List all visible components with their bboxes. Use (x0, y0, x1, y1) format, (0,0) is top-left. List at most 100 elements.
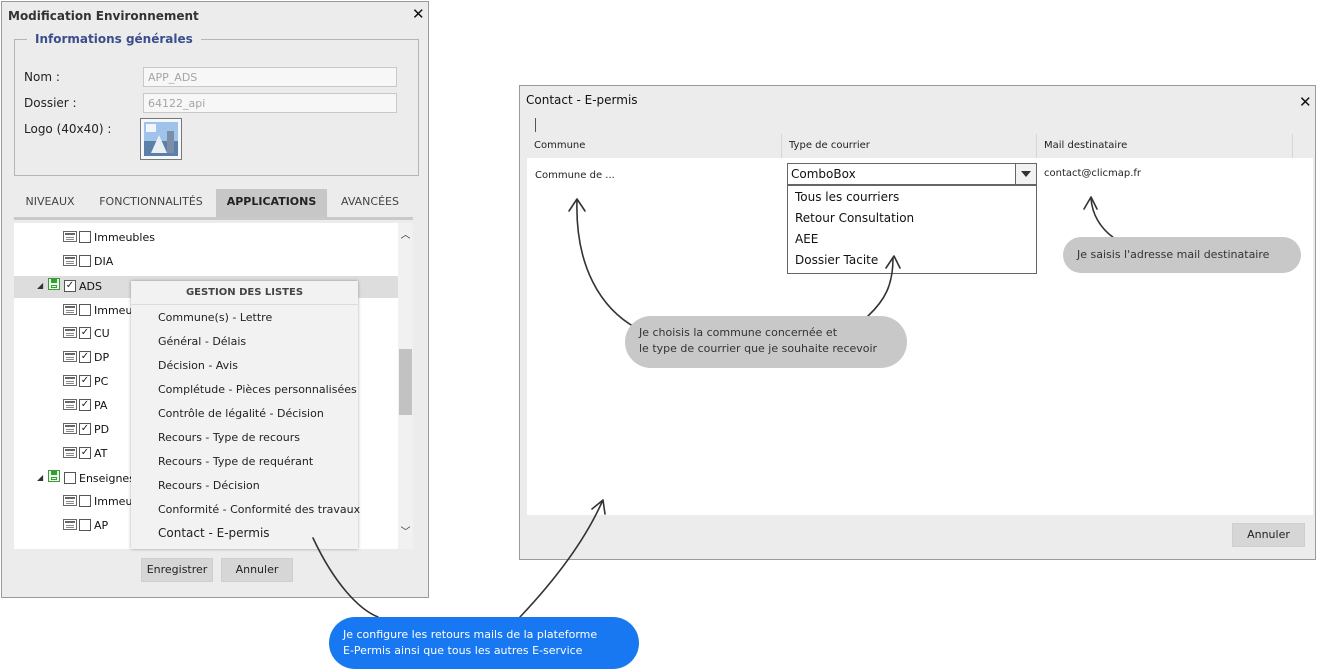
tree-row[interactable]: ✓ PA (14, 395, 398, 417)
commune-cell[interactable]: Commune de ... (535, 170, 615, 181)
annotation-text: Je configure les retours mails de la pla… (343, 628, 598, 641)
cancel-button[interactable]: Annuler (221, 558, 293, 582)
menu-item[interactable]: Recours - Type de requérant (158, 455, 314, 468)
fieldset-legend: Informations générales (35, 32, 193, 46)
logo-label: Logo (40x40) : (24, 122, 112, 136)
list-icon (63, 399, 77, 410)
menu-item[interactable]: Décision - Avis (158, 359, 238, 372)
dossier-input[interactable]: 64122_api (143, 93, 397, 113)
gestion-listes-menu: GESTION DES LISTES Commune(s) - Lettre G… (131, 281, 361, 549)
tree-row[interactable]: ✓ PC (14, 371, 398, 393)
logo-image[interactable] (140, 118, 182, 160)
tree-label: AT (94, 447, 108, 460)
column-header-type-courrier[interactable]: Type de courrier (782, 134, 1037, 158)
dialog-title: Contact - E-permis (526, 93, 638, 107)
tree-checkbox[interactable] (64, 472, 76, 484)
tree-checkbox[interactable]: ✓ (64, 280, 76, 292)
list-icon (63, 231, 77, 242)
tab-avancees[interactable]: AVANCÉES (341, 195, 399, 208)
tree-checkbox[interactable] (79, 519, 91, 531)
dropdown-option[interactable]: Tous les courriers (795, 190, 900, 204)
menu-item[interactable]: Contrôle de légalité - Décision (158, 407, 324, 420)
tree-row[interactable]: AP (14, 515, 398, 537)
dialog-title: Modification Environnement (8, 9, 199, 23)
tree-checkbox[interactable]: ✓ (79, 351, 91, 363)
tree-checkbox[interactable]: ✓ (79, 375, 91, 387)
tree-label: PD (94, 423, 110, 436)
tree-scrollbar[interactable]: ︿ ﹀ (398, 223, 413, 549)
menu-item[interactable]: Recours - Type de recours (158, 431, 300, 444)
list-icon (63, 255, 77, 266)
tab-niveaux[interactable]: NIVEAUX (25, 195, 75, 208)
dropdown-arrow-icon[interactable] (1015, 164, 1036, 184)
column-header-commune[interactable]: Commune (527, 134, 782, 158)
list-icon (63, 375, 77, 386)
tree-checkbox[interactable]: ✓ (79, 327, 91, 339)
contact-epermis-dialog: Contact - E-permis ✕ Commune Type de cou… (519, 85, 1316, 560)
tree-label: Immeub (94, 495, 140, 508)
menu-item[interactable]: Complétude - Pièces personnalisées (158, 383, 357, 396)
courrier-dropdown-list: Tous les courriers Retour Consultation A… (787, 185, 1037, 274)
menu-item[interactable]: Conformité - Conformité des travaux (158, 503, 361, 516)
list-icon (63, 495, 77, 506)
scroll-up-icon[interactable]: ︿ (400, 230, 411, 241)
configure-annotation-bubble: Je configure les retours mails de la pla… (329, 617, 639, 669)
tree-label: DIA (94, 255, 114, 268)
column-header-mail[interactable]: Mail destinataire (1037, 134, 1293, 158)
tree-checkbox[interactable]: ✓ (79, 399, 91, 411)
annotation-text: Je saisis l'adresse mail destinataire (1077, 248, 1270, 261)
collapse-triangle-icon[interactable]: ◢ (37, 473, 44, 482)
logo-picture-icon (141, 119, 181, 159)
tab-fonctionnalites[interactable]: FONCTIONNALITÉS (99, 195, 203, 208)
environment-dialog: Modification Environnement ✕ Information… (1, 1, 429, 598)
tree-label: AP (94, 519, 109, 532)
annotation-text: E-Permis ainsi que tous les autres E-ser… (343, 644, 583, 657)
grid-header: Commune Type de courrier Mail destinatai… (527, 134, 1313, 158)
dropdown-option[interactable]: AEE (795, 232, 819, 246)
nom-label: Nom : (24, 70, 60, 84)
menu-header: GESTION DES LISTES (131, 281, 358, 305)
tree-label: Immeub (94, 304, 140, 317)
tree-row[interactable]: DIA (14, 251, 398, 273)
dropdown-option[interactable]: Retour Consultation (795, 211, 915, 225)
tab-bar: NIVEAUX FONCTIONNALITÉS APPLICATIONS AVA… (14, 189, 413, 220)
cancel-button[interactable]: Annuler (1232, 523, 1305, 547)
collapse-triangle-icon[interactable]: ◢ (37, 281, 44, 290)
tree-checkbox[interactable] (79, 231, 91, 243)
tree-row[interactable]: ✓ CU (14, 323, 398, 345)
list-icon (63, 447, 77, 458)
tree-checkbox[interactable] (79, 255, 91, 267)
tree-row[interactable]: ✓ DP (14, 347, 398, 369)
nom-input[interactable]: APP_ADS (143, 67, 397, 87)
courrier-combobox[interactable]: ComboBox (787, 163, 1037, 185)
close-icon[interactable]: ✕ (1299, 93, 1312, 111)
dropdown-option[interactable]: Dossier Tacite (795, 253, 879, 267)
tree-row[interactable]: Immeub (14, 300, 398, 322)
save-button[interactable]: Enregistrer (141, 558, 213, 582)
tree-label: PC (94, 375, 109, 388)
close-icon[interactable]: ✕ (412, 5, 425, 23)
tree-row[interactable]: Immeubles (14, 227, 398, 249)
annotation-text: Je choisis la commune concernée et (639, 326, 838, 339)
tree-row[interactable]: ◢ Enseignes (14, 468, 398, 490)
save-icon (48, 278, 60, 290)
tree-checkbox[interactable]: ✓ (79, 423, 91, 435)
tree-checkbox[interactable]: ✓ (79, 447, 91, 459)
menu-item[interactable]: Commune(s) - Lettre (158, 311, 273, 324)
tree-checkbox[interactable] (79, 304, 91, 316)
tree-row[interactable]: ✓ AT (14, 443, 398, 465)
tree-checkbox[interactable] (79, 495, 91, 507)
mail-cell[interactable]: contact@clicmap.fr (1044, 168, 1142, 179)
tree-row[interactable]: Immeub (14, 491, 398, 513)
scrollbar-thumb[interactable] (399, 349, 412, 415)
mail-annotation-bubble: Je saisis l'adresse mail destinataire (1063, 237, 1301, 273)
menu-item[interactable]: Général - Délais (158, 335, 247, 348)
list-icon (63, 327, 77, 338)
scroll-down-icon[interactable]: ﹀ (400, 527, 411, 538)
tab-applications[interactable]: APPLICATIONS (216, 189, 327, 217)
menu-item[interactable]: Recours - Décision (158, 479, 260, 492)
tree-label: Enseignes (79, 472, 135, 485)
tree-row[interactable]: ✓ PD (14, 419, 398, 441)
menu-item-contact-epermis[interactable]: Contact - E-permis (158, 526, 270, 540)
list-icon (63, 304, 77, 315)
